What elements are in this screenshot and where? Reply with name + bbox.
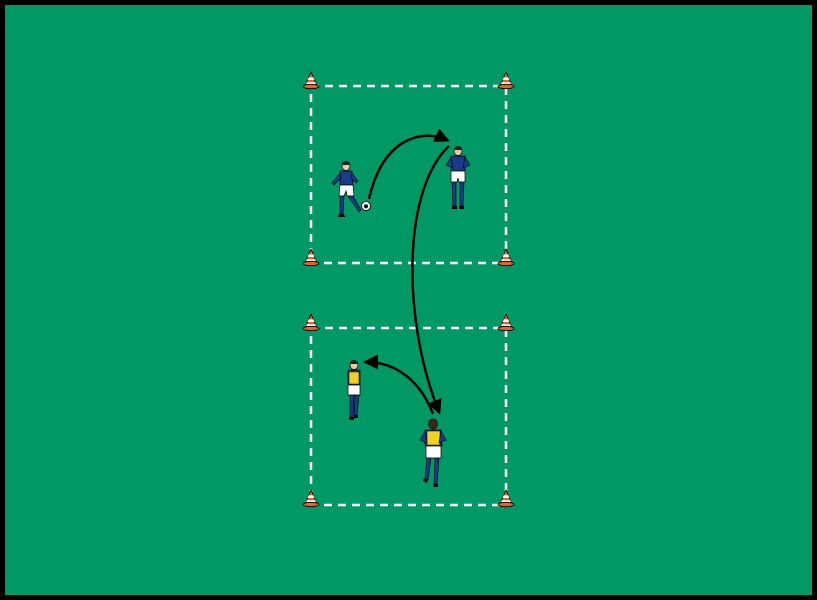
bottom-grid bbox=[302, 313, 515, 508]
short-pass-arrow bbox=[363, 354, 435, 415]
top-grid-boundary bbox=[309, 84, 508, 265]
player-receiver bbox=[445, 146, 471, 209]
player-icon bbox=[347, 360, 361, 420]
soccer-ball-icon bbox=[361, 201, 371, 211]
top-grid bbox=[302, 71, 515, 267]
bottom-grid-boundary bbox=[309, 326, 508, 507]
player-icon bbox=[445, 146, 471, 209]
player-passer bbox=[331, 161, 362, 217]
player-bib-runner bbox=[419, 418, 447, 487]
long-pass-arrow bbox=[411, 145, 450, 415]
pass-arrow bbox=[367, 128, 450, 200]
player-bib-left bbox=[347, 360, 361, 420]
player-icon bbox=[331, 161, 362, 217]
player-icon bbox=[419, 418, 447, 487]
